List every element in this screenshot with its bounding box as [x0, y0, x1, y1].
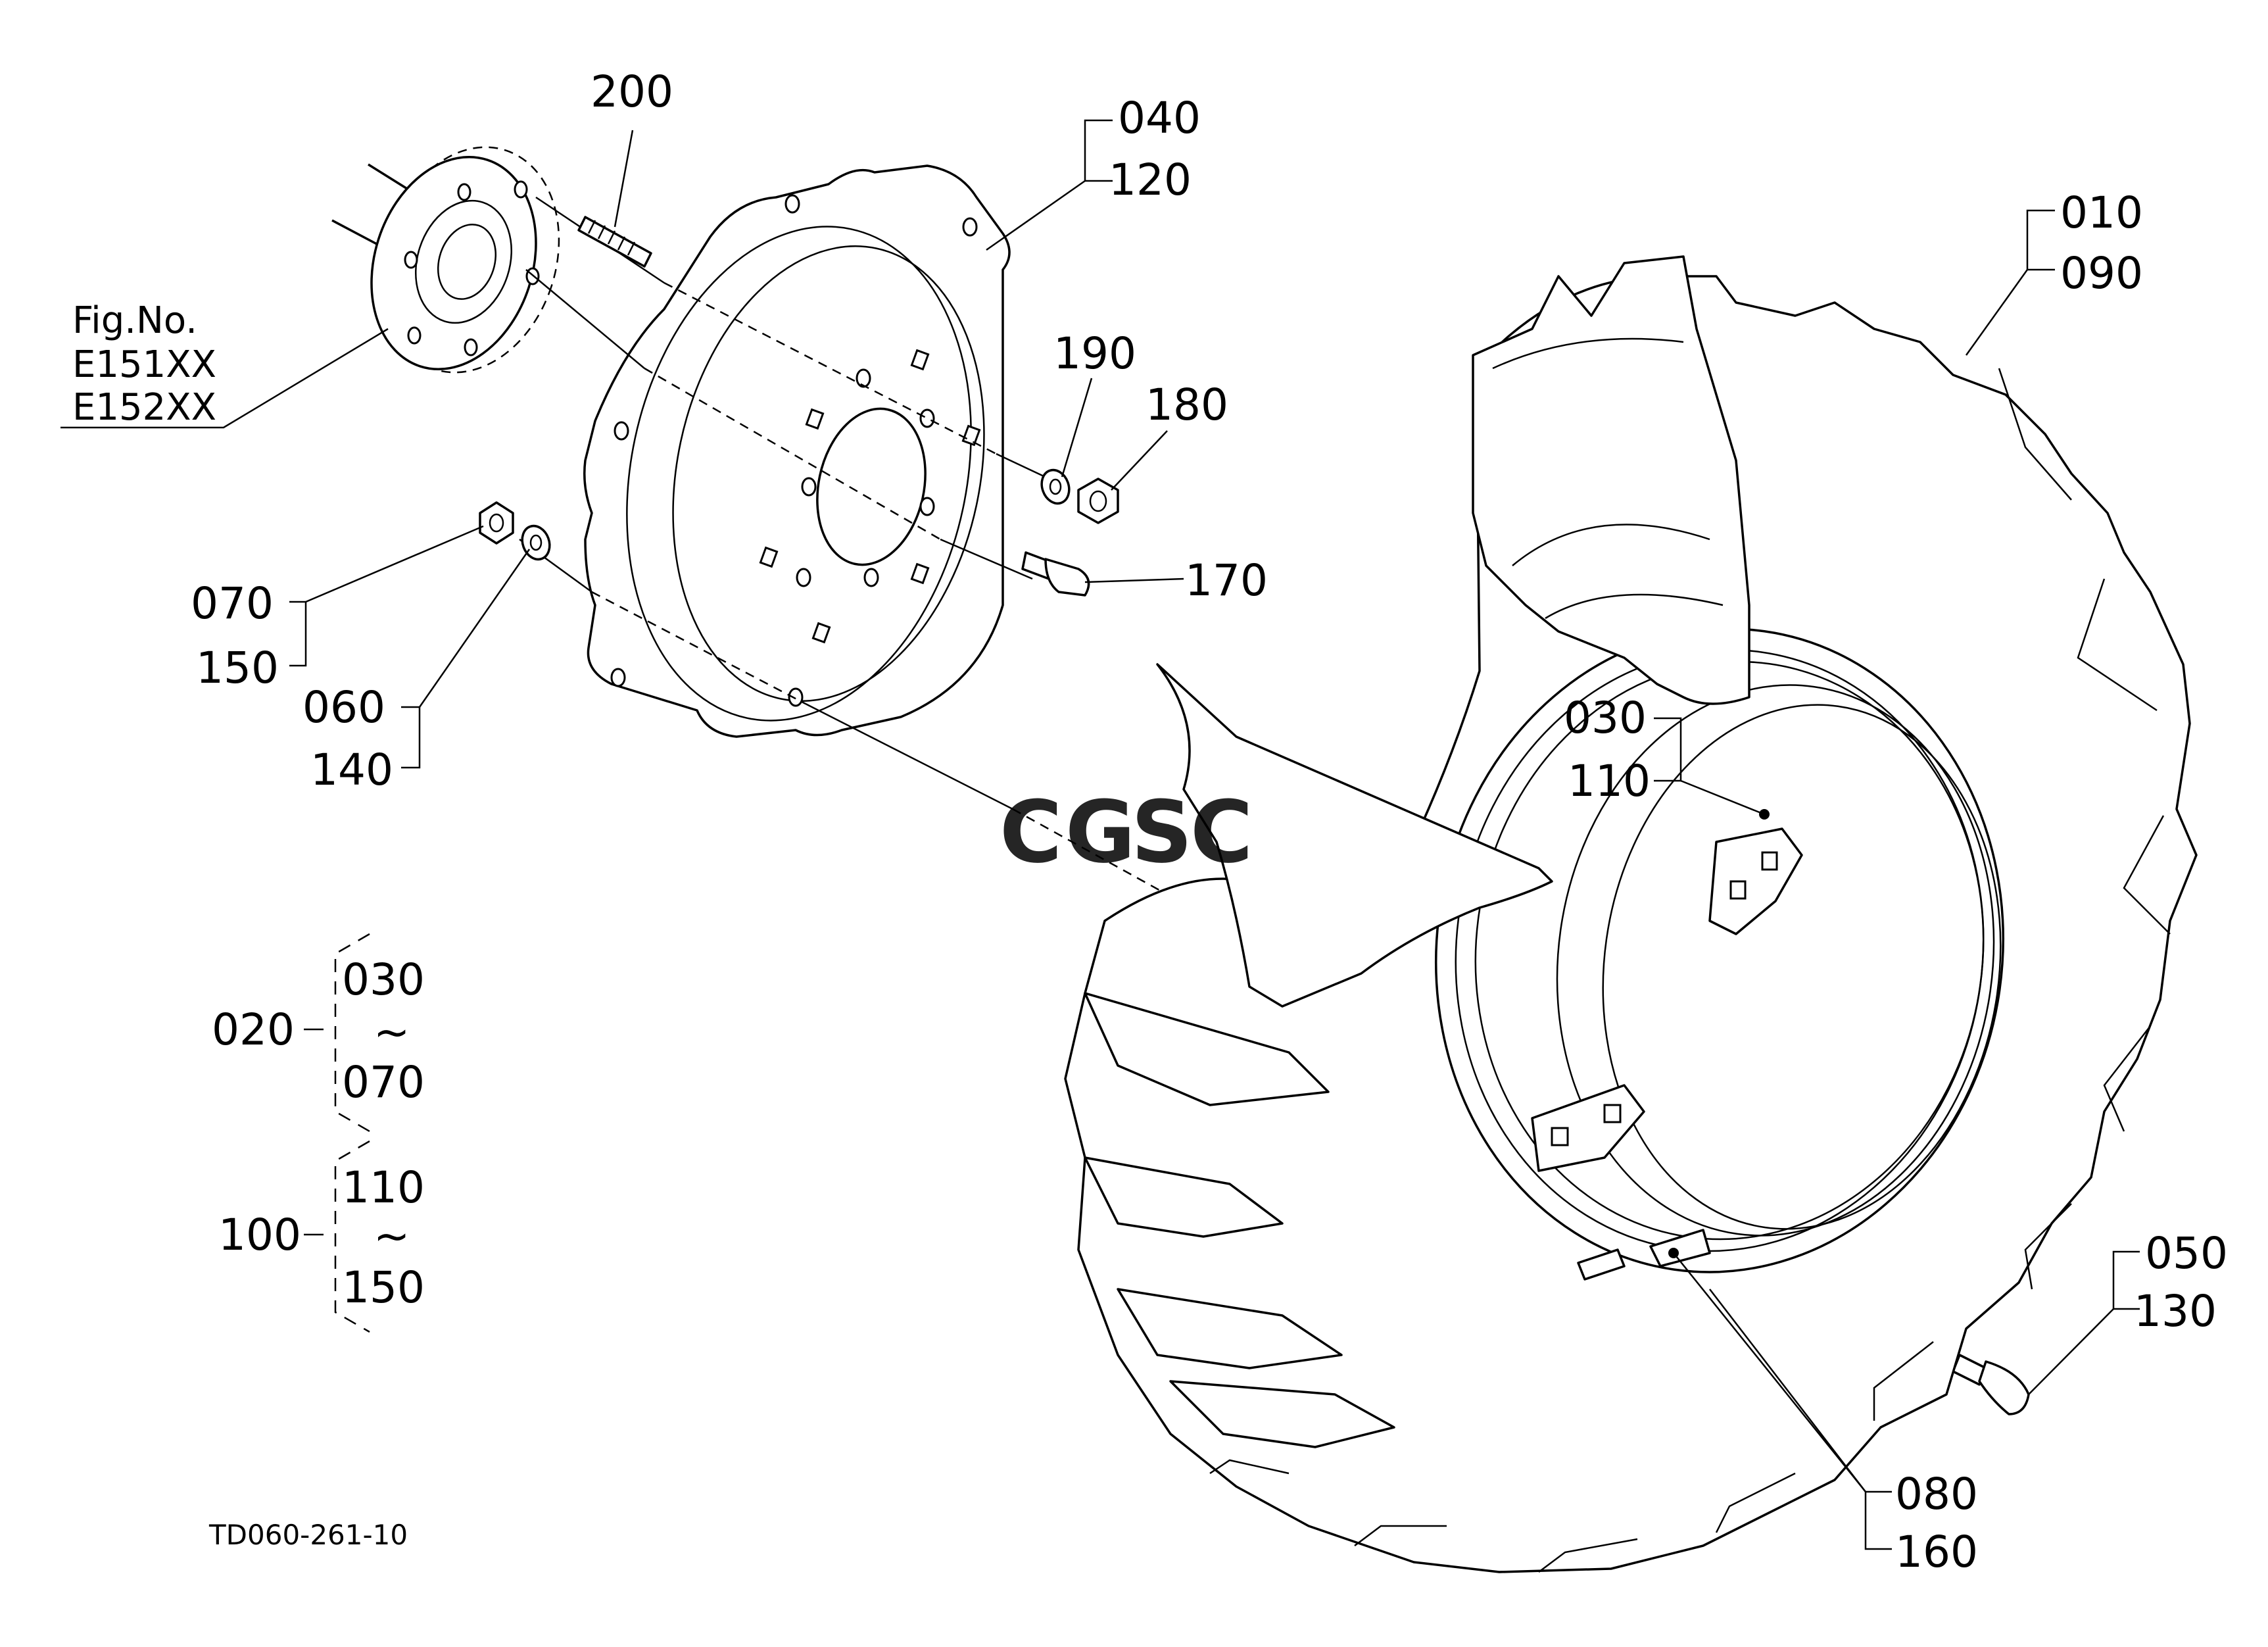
part-labels: 200 040 120 010 090 190 180 170 070 150 …	[191, 66, 2228, 1577]
label-040: 040	[1118, 93, 1201, 143]
bolt-050	[1952, 1354, 2030, 1415]
fig-ref-code-2: E152XX	[72, 386, 216, 429]
group-100-to: 150	[342, 1262, 425, 1313]
label-140: 140	[310, 745, 393, 795]
label-200: 200	[591, 66, 673, 117]
hub-flange	[331, 146, 560, 374]
group-020-from: 030	[342, 954, 425, 1005]
label-110: 110	[1568, 756, 1651, 806]
nut-180	[1077, 478, 1119, 524]
label-160: 160	[1895, 1527, 1978, 1577]
label-080: 080	[1895, 1469, 1978, 1519]
label-170: 170	[1185, 555, 1268, 606]
wheel-disc	[583, 164, 1011, 738]
group-100-from: 110	[342, 1162, 425, 1213]
nut-070	[479, 501, 514, 545]
group-020-to: 070	[342, 1057, 425, 1108]
group-100-tilde: ~	[374, 1211, 410, 1262]
watermark-letter-1: C	[1000, 782, 1062, 882]
tire	[1064, 255, 2198, 1573]
assembly-group-020: 020 030 ~ 070	[212, 933, 425, 1133]
group-020-tilde: ~	[374, 1007, 410, 1058]
label-120: 120	[1109, 155, 1192, 205]
group-100-label: 100	[218, 1210, 301, 1260]
label-090: 090	[2060, 248, 2143, 299]
label-060: 060	[302, 682, 385, 733]
fig-ref-title: Fig.No.	[72, 299, 197, 342]
fig-ref-code-1: E151XX	[72, 343, 216, 386]
group-020-label: 020	[212, 1004, 295, 1055]
label-010: 010	[2060, 187, 2143, 238]
watermark-letter-3: S	[1131, 782, 1193, 882]
label-190: 190	[1053, 328, 1136, 379]
watermark-logo: C G S C	[1000, 782, 1253, 882]
stud-bolt	[577, 216, 652, 268]
label-180: 180	[1146, 380, 1228, 430]
label-030: 030	[1564, 693, 1647, 743]
figure-reference: Fig.No. E151XX E152XX	[72, 299, 216, 429]
label-070: 070	[191, 578, 274, 629]
label-150: 150	[196, 643, 279, 693]
label-050: 050	[2145, 1228, 2228, 1279]
bolt-170	[1021, 551, 1090, 597]
watermark-letter-4: C	[1190, 782, 1253, 882]
leader-lines	[60, 119, 2140, 1550]
label-130: 130	[2134, 1286, 2217, 1337]
drawing-code: TD060-261-10	[208, 1519, 408, 1551]
spring-washer-190	[1040, 468, 1071, 505]
assembly-group-100: 100 110 ~ 150	[218, 1140, 425, 1333]
watermark-letter-2: G	[1065, 782, 1136, 882]
